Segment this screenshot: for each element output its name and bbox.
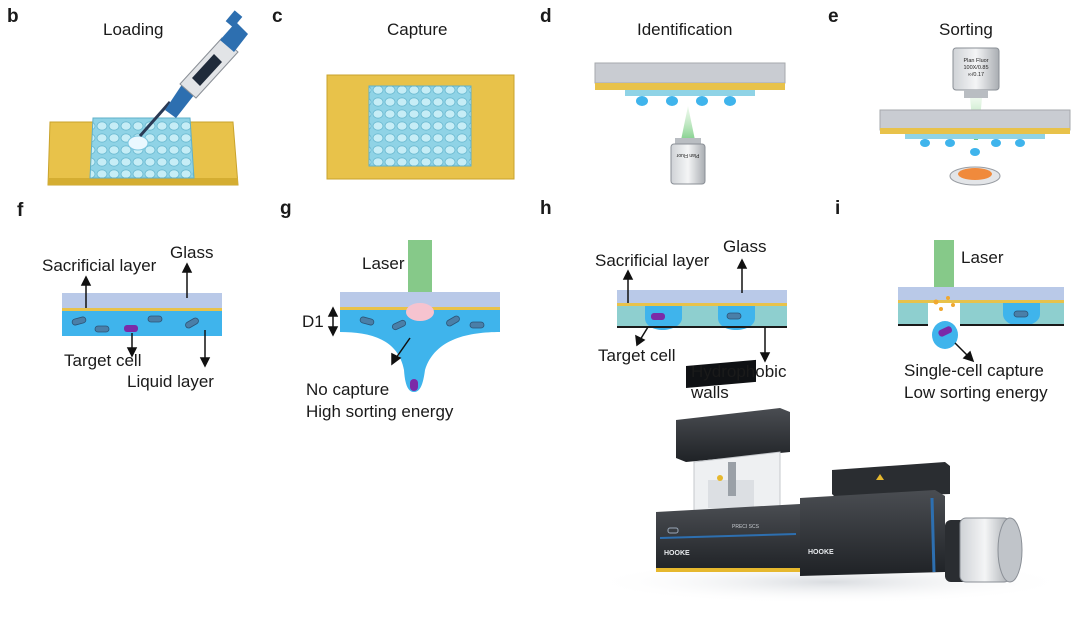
panel-g-diagram <box>327 240 500 392</box>
sorting-illustration: Plan Fluor 100X/0.85 ∞/0.17 <box>879 47 1071 186</box>
label-f-glass: Glass <box>170 243 214 262</box>
label-g-laser: Laser <box>362 254 405 273</box>
panel-title-sorting: Sorting <box>939 20 993 39</box>
label-i-low-sorting-energy: Low sorting energy <box>904 383 1048 402</box>
panel-letter-d: d <box>540 6 552 27</box>
panel-i-diagram <box>898 240 1064 363</box>
panel-title-loading: Loading <box>103 20 164 39</box>
label-f-target-cell: Target cell <box>64 351 142 370</box>
panel-letter-c: c <box>272 6 283 27</box>
sorting-instrument-illustration: PRECI SCS HOOKE HOOKE <box>590 359 1070 604</box>
label-g-high-sorting-energy: High sorting energy <box>306 402 454 421</box>
label-h-target-cell: Target cell <box>598 346 676 365</box>
panel-letter-g: g <box>280 198 292 219</box>
loading-illustration <box>47 10 248 186</box>
label-i-laser: Laser <box>961 248 1004 267</box>
label-g-no-capture: No capture <box>306 380 390 399</box>
objective-lens-icon: Plan Fluor 100X/0.85 ∞/0.17 <box>952 47 1000 98</box>
objective-text-line1: Plan Fluor <box>963 58 988 64</box>
label-h-hydrophobic: Hydrophobic <box>691 362 787 381</box>
capture-illustration <box>326 74 515 180</box>
brand-label-left: HOOKE <box>664 550 690 557</box>
identification-illustration: Plan Fluor <box>594 62 786 185</box>
instrument-label: PRECI SCS <box>732 524 760 530</box>
objective-text-line3: ∞/0.17 <box>968 72 984 78</box>
panel-f-diagram <box>62 262 222 368</box>
label-f-liquid-layer: Liquid layer <box>127 372 214 391</box>
objective-lens-icon: Plan Fluor <box>670 138 706 185</box>
label-g-d1: D1 <box>302 312 324 331</box>
label-h-walls: walls <box>691 383 729 402</box>
panel-letter-e: e <box>828 6 839 27</box>
objective-text: Plan Fluor <box>676 152 699 158</box>
label-i-single-cell-capture: Single-cell capture <box>904 361 1044 380</box>
panel-title-capture: Capture <box>387 20 448 39</box>
panel-letter-f: f <box>17 200 24 221</box>
label-h-glass: Glass <box>723 237 767 256</box>
label-h-sacrificial-layer: Sacrificial layer <box>595 251 710 270</box>
label-f-sacrificial-layer: Sacrificial layer <box>42 256 157 275</box>
panel-h-diagram <box>617 258 787 363</box>
objective-text-line2: 100X/0.85 <box>963 65 988 71</box>
panel-letter-h: h <box>540 198 552 219</box>
panel-letter-i: i <box>835 198 841 219</box>
pipette-icon <box>138 10 248 137</box>
panel-title-identification: Identification <box>637 20 733 39</box>
panel-letter-b: b <box>7 6 19 27</box>
brand-label-right: HOOKE <box>808 549 834 556</box>
